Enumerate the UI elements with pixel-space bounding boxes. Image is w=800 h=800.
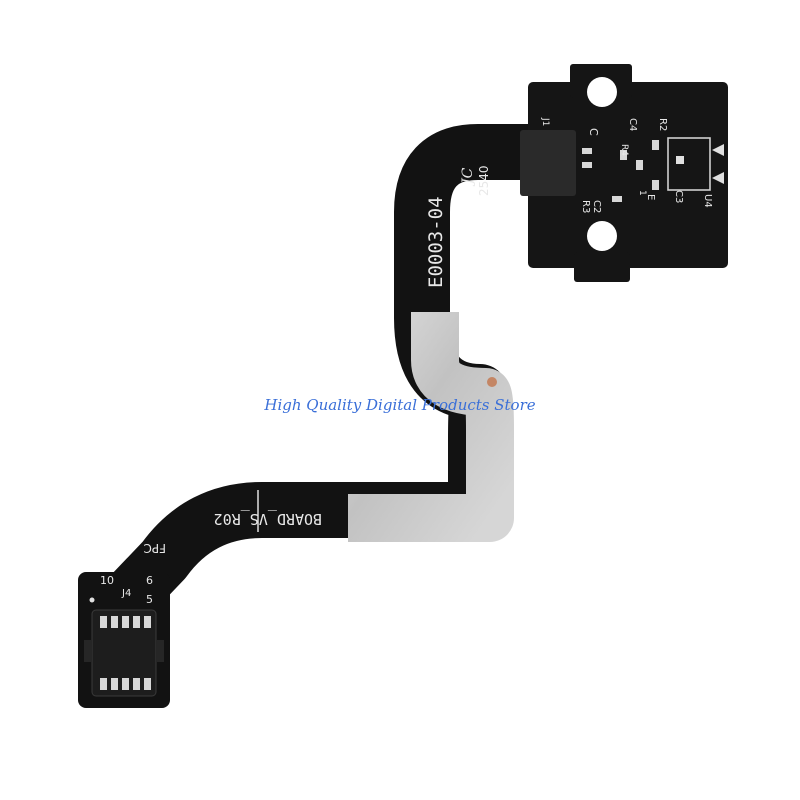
connector-pin-10: 10 [100, 574, 114, 587]
ref-c3: C3 [673, 190, 684, 203]
triangle-marker-icon [712, 172, 724, 184]
ref-r2: R2 [657, 118, 668, 131]
watermark: High Quality Digital Products Store [263, 396, 535, 414]
connector-pin-5: 5 [146, 593, 153, 606]
maker-mark: JC [460, 167, 476, 187]
smd-pad [582, 148, 592, 154]
connector-pin-pad [122, 616, 129, 628]
ref-r3: R3 [580, 200, 591, 213]
smd-pad [652, 180, 659, 190]
fpc-label: FPC [143, 541, 166, 555]
connector-pin-pad [133, 678, 140, 690]
date-code: 2540 [477, 165, 491, 196]
connector-pin-pad [100, 678, 107, 690]
ref-c2: C2 [591, 200, 602, 213]
connector-pin-pad [111, 678, 118, 690]
smd-pad [636, 160, 643, 170]
smd-pad [652, 140, 659, 150]
connector-pin-6: 6 [146, 574, 153, 587]
ref-e: E [645, 194, 656, 200]
mounting-hole-bottom [587, 221, 617, 251]
mounting-hole-top [587, 77, 617, 107]
ref-c4: C4 [627, 118, 638, 131]
connector-pin-pad [100, 616, 107, 628]
smd-pad [582, 162, 592, 168]
smd-pad [620, 150, 627, 160]
connector-pin-pad [144, 678, 151, 690]
connector-pin-pad [144, 616, 151, 628]
connector-ref-j4: J4 [121, 588, 131, 599]
connector-pin-pad [122, 678, 129, 690]
board-label: BOARD_VS_R02 [214, 510, 322, 528]
ref-1: 1 [637, 190, 647, 196]
smd-pad [612, 196, 622, 202]
solder-spot [487, 377, 497, 387]
ref-j1: J1 [540, 117, 550, 126]
sensor-board [528, 82, 728, 268]
flex-cable [78, 64, 728, 708]
sensor-board-details: J1 C C4 R2 R4 C2 R3 C3 U4 E 1 [520, 77, 724, 251]
fpc-connector [84, 609, 164, 697]
part-number: E0003-04 [425, 196, 447, 288]
pin1-dot [89, 597, 95, 603]
triangle-marker-icon [712, 144, 724, 156]
connector-pin-pad [133, 616, 140, 628]
sensor-outline [667, 137, 711, 191]
sensor-board-tab-bottom [574, 252, 630, 282]
connector-j1 [520, 130, 576, 196]
connector-pin-pad [111, 616, 118, 628]
stiffener-strip [348, 312, 514, 542]
stiffener-strip-path [348, 312, 514, 542]
smd-pad [676, 156, 684, 164]
ref-r4: R4 [619, 144, 629, 156]
ref-c: C [587, 128, 600, 136]
ref-u4: U4 [702, 194, 713, 208]
